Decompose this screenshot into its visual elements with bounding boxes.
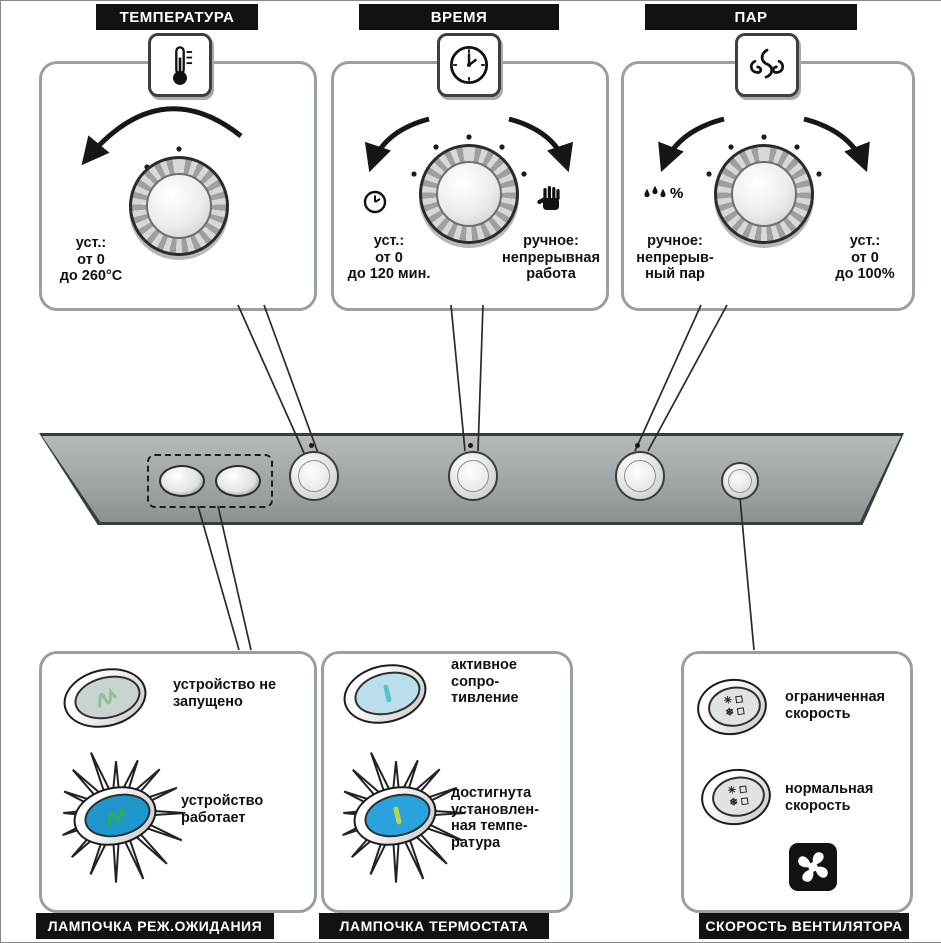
- steam-icon: [735, 33, 799, 97]
- fan-limited-speed-button-illustration: ✳ ◻ ❄ ◻: [693, 674, 771, 740]
- temperature-knob-illustration: [129, 156, 229, 256]
- thermostat-glyph: [392, 806, 402, 825]
- standby-lamp-title: ЛАМПОЧКА РЕЖ.ОЖИДАНИЯ: [36, 913, 274, 939]
- knob-pointer-mark: [635, 443, 640, 448]
- time-range-label: уст.: от 0 до 120 мин.: [347, 233, 431, 283]
- fan-normal-speed-button-illustration: ✳ ◻ ❄ ◻: [697, 764, 775, 830]
- standby-off-label: устройство не запущено: [173, 677, 277, 710]
- time-header: ВРЕМЯ: [359, 4, 559, 30]
- standby-lamp-off: [57, 660, 153, 736]
- time-manual-label: ручное: непрерывная работа: [502, 233, 600, 283]
- standby-indicator-light: [159, 465, 205, 497]
- lamp-face: [80, 787, 155, 844]
- thermostat-glyph: [382, 684, 392, 703]
- steam-knob[interactable]: [615, 451, 665, 501]
- thermostat-on-label: достигнута установлен- ная темпе- ратура: [451, 785, 539, 851]
- normal-speed-label: нормальная скорость: [785, 781, 874, 814]
- clock-icon: [437, 33, 501, 97]
- snowflake-square-icons: ❄ ◻: [728, 795, 750, 809]
- thermostat-indicator-light: [215, 465, 261, 497]
- knob-pointer-mark: [468, 443, 473, 448]
- steam-drops-icon: %: [643, 185, 683, 202]
- knob-face: [731, 161, 797, 227]
- fan-speed-button[interactable]: [721, 462, 759, 500]
- standby-lamp-on: [67, 778, 163, 854]
- thermostat-lamp-title: ЛАМПОЧКА ТЕРМОСТАТА: [319, 913, 549, 939]
- standby-on-label: устройство работает: [181, 793, 264, 826]
- temperature-knob[interactable]: [289, 451, 339, 501]
- knob-face: [436, 161, 502, 227]
- steam-knob-illustration: [714, 144, 814, 244]
- time-knob[interactable]: [448, 451, 498, 501]
- temperature-header: ТЕМПЕРАТУРА: [96, 4, 258, 30]
- steam-manual-label: ручное: непрерыв- ный пар: [636, 233, 714, 283]
- snowflake-square-icons: ❄ ◻: [724, 705, 746, 719]
- thermostat-off-label: активное сопро- тивление: [451, 657, 519, 707]
- temperature-range-label: уст.: от 0 до 260°C: [59, 235, 123, 285]
- steam-range-label: уст.: от 0 до 100%: [835, 233, 895, 283]
- manual-clock-icon: [362, 189, 388, 220]
- steam-header: ПАР: [645, 4, 857, 30]
- percent-label: %: [670, 185, 684, 202]
- lamp-face: [70, 669, 145, 726]
- knob-pointer-mark: [309, 443, 314, 448]
- knob-face: [146, 173, 212, 239]
- thermometer-icon: [148, 33, 212, 97]
- fan-icon: [789, 843, 837, 891]
- limited-speed-label: ограниченная скорость: [785, 689, 886, 722]
- standby-glyph: [97, 687, 116, 709]
- time-knob-illustration: [419, 144, 519, 244]
- fan-speed-title: СКОРОСТЬ ВЕНТИЛЯТОРА: [699, 913, 909, 939]
- hand-icon: [535, 185, 563, 218]
- standby-glyph: [107, 805, 126, 827]
